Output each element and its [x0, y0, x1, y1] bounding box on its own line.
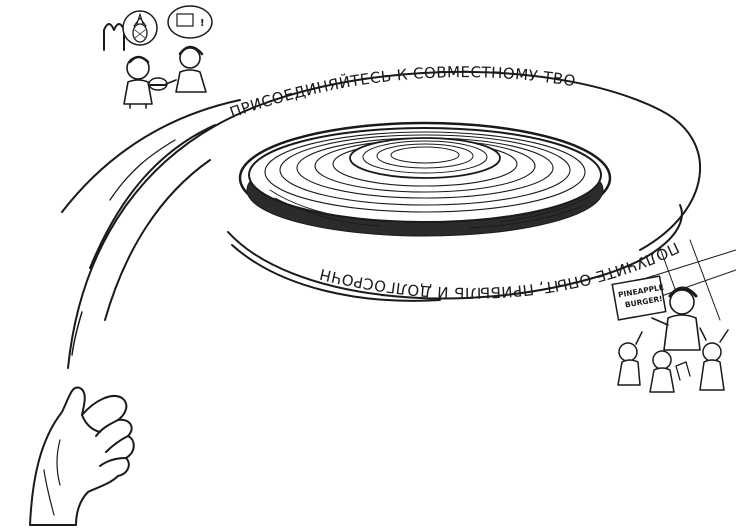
bubble-exclaim: !	[200, 18, 205, 29]
burger-icon	[148, 77, 168, 91]
bottom-right-vignette: PINEAPPLE BURGER!	[611, 239, 736, 393]
arch-logo-icon	[103, 23, 125, 51]
orbit-top-text: ПРИСОЕДИНЯЙТЕСЬ К СОВМЕСТНОМУ ТВОРЧЕСТВУ	[0, 0, 577, 122]
person-left	[123, 55, 153, 109]
orbit-top-textpath: ПРИСОЕДИНЯЙТЕСЬ К СОВМЕСТНОМУ ТВОРЧЕСТВУ	[0, 0, 577, 122]
frisbee-icon	[238, 121, 612, 237]
top-left-vignette: !	[103, 5, 213, 109]
store-sign: PINEAPPLE BURGER!	[611, 275, 667, 321]
store-grid	[639, 239, 736, 331]
speech-bubble: !	[167, 5, 213, 39]
orbit-swoosh	[61, 70, 701, 369]
hand-icon	[29, 386, 135, 526]
person-right	[165, 45, 207, 93]
vendor-person	[651, 286, 701, 351]
crowd	[617, 327, 729, 393]
pineapple-icon	[122, 10, 158, 46]
